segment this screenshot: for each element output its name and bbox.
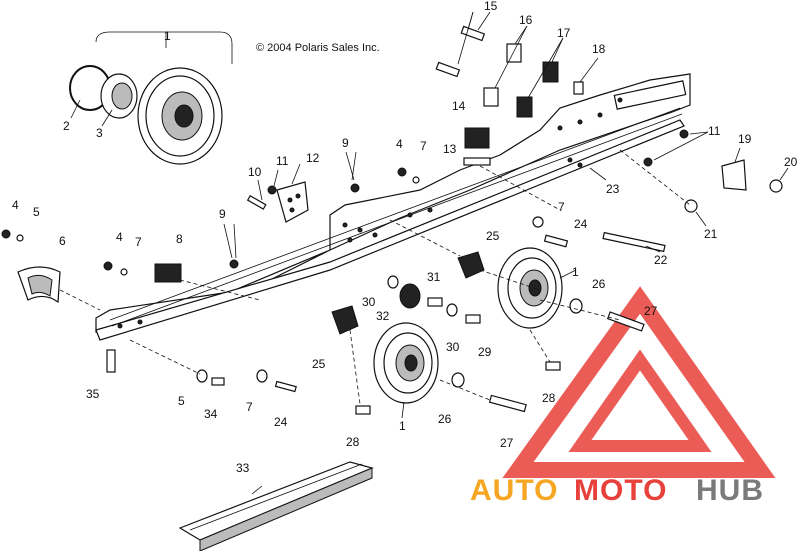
copyright-text: © 2004 Polaris Sales Inc. bbox=[256, 42, 380, 54]
callout-26: 26 bbox=[592, 277, 606, 291]
callout-4: 4 bbox=[396, 137, 403, 151]
idler-wheel-lower bbox=[373, 322, 439, 404]
callout-6: 6 bbox=[59, 234, 66, 248]
callout-11: 11 bbox=[276, 154, 289, 168]
callout-labels: 1 1 1 2 3 4 4 4 5 5 6 7 7 7 7 8 9 9 10 1… bbox=[12, 0, 798, 475]
callout-28: 28 bbox=[346, 435, 360, 449]
callout-2: 2 bbox=[63, 119, 70, 133]
callout-35: 35 bbox=[86, 387, 100, 401]
callout-1: 1 bbox=[399, 419, 406, 433]
callout-11: 11 bbox=[708, 124, 721, 138]
callout-30: 30 bbox=[446, 340, 460, 354]
callout-1: 1 bbox=[572, 265, 579, 279]
callout-28: 28 bbox=[542, 391, 556, 405]
callout-32: 32 bbox=[376, 309, 390, 323]
watermark-hub: HUB bbox=[696, 474, 764, 507]
callout-24: 24 bbox=[574, 217, 588, 231]
idler-wheel-top bbox=[137, 67, 223, 165]
callout-5: 5 bbox=[178, 394, 185, 408]
callout-34: 34 bbox=[204, 407, 218, 421]
callout-22: 22 bbox=[654, 253, 668, 267]
group-bracket bbox=[95, 31, 233, 64]
callout-21: 21 bbox=[704, 227, 718, 241]
suspension-rail bbox=[95, 73, 691, 341]
callout-25: 25 bbox=[312, 357, 326, 371]
callout-8: 8 bbox=[176, 232, 183, 246]
watermark-triangle-logo bbox=[502, 286, 776, 478]
callout-7: 7 bbox=[420, 139, 427, 153]
callout-10: 10 bbox=[248, 165, 262, 179]
callout-1: 1 bbox=[164, 29, 171, 43]
callout-15: 15 bbox=[484, 0, 498, 13]
watermark-auto: AUTO bbox=[470, 474, 558, 507]
idler-wheel-right bbox=[497, 247, 563, 329]
callout-17: 17 bbox=[557, 26, 571, 40]
slide-rail bbox=[178, 461, 374, 551]
leader-lines bbox=[70, 11, 789, 495]
watermark-moto: MOTO bbox=[574, 474, 667, 507]
callout-26: 26 bbox=[438, 412, 452, 426]
watermark-text: AUTO MOTO HUB bbox=[470, 474, 764, 507]
callout-14: 14 bbox=[452, 99, 466, 113]
callout-7: 7 bbox=[246, 400, 253, 414]
callout-24: 24 bbox=[274, 415, 288, 429]
callout-31: 31 bbox=[427, 270, 441, 284]
callout-9: 9 bbox=[342, 136, 349, 150]
callout-13: 13 bbox=[443, 142, 457, 156]
callout-4: 4 bbox=[12, 198, 19, 212]
callout-7: 7 bbox=[558, 200, 565, 214]
callout-25: 25 bbox=[486, 229, 500, 243]
dashed-leaders bbox=[59, 149, 691, 405]
callout-27: 27 bbox=[644, 304, 658, 318]
callout-23: 23 bbox=[606, 182, 620, 196]
callout-7: 7 bbox=[135, 235, 142, 249]
callout-5: 5 bbox=[33, 205, 40, 219]
callout-12: 12 bbox=[306, 151, 320, 165]
callout-3: 3 bbox=[96, 126, 103, 140]
callout-4: 4 bbox=[116, 230, 123, 244]
callout-9: 9 bbox=[219, 207, 226, 221]
callout-33: 33 bbox=[236, 461, 250, 475]
callout-30: 30 bbox=[362, 295, 376, 309]
callout-20: 20 bbox=[784, 155, 798, 169]
callout-18: 18 bbox=[592, 42, 606, 56]
bearing bbox=[100, 73, 138, 119]
callout-19: 19 bbox=[738, 132, 752, 146]
hardware-parts bbox=[1, 25, 783, 415]
callout-27: 27 bbox=[500, 436, 514, 450]
callout-16: 16 bbox=[519, 13, 533, 27]
callout-29: 29 bbox=[478, 345, 492, 359]
